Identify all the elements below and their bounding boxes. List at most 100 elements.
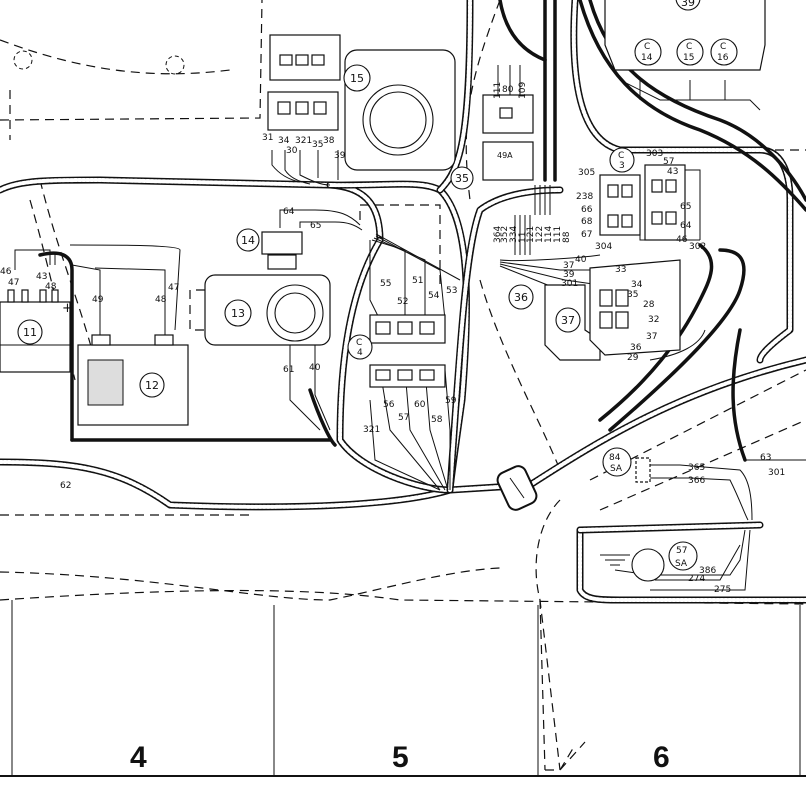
wire-32: 32	[648, 315, 659, 325]
component-57-sa: 57 SA	[631, 541, 698, 582]
component-13: 13	[189, 274, 331, 346]
wire-52: 52	[397, 297, 408, 307]
wire-109: 109	[518, 82, 528, 99]
wire-68: 68	[581, 217, 593, 227]
wire-35a: 35	[312, 140, 323, 150]
zone-label-4: 4	[130, 741, 147, 774]
connector-c16-c: C	[720, 42, 726, 52]
component-11: 11 +	[0, 289, 73, 373]
wire-63: 63	[760, 453, 771, 463]
wire-60: 60	[414, 400, 426, 410]
wire-57b: 57	[663, 157, 674, 167]
connector-c4: C 4	[347, 204, 446, 388]
connector-c3-num: 3	[619, 161, 625, 171]
wire-48b: 48	[155, 295, 167, 305]
wire-55: 55	[380, 279, 391, 289]
wire-65b: 65	[680, 202, 691, 212]
wire-53: 53	[446, 286, 457, 296]
component-57-sa: SA	[675, 559, 688, 569]
wire-labels: 31 34 30 321 35 38 39 64 65 46 47 43 48 …	[0, 82, 785, 595]
wire-274: 274	[688, 574, 705, 584]
connector-c3: C 3	[599, 147, 686, 241]
wire-111: 111	[493, 82, 503, 99]
wire-121: 121	[526, 226, 536, 243]
wire-46: 46	[0, 267, 12, 277]
wire-47b: 47	[168, 283, 179, 293]
component-12-label: 12	[145, 379, 159, 392]
component-57-label: 57	[676, 546, 687, 556]
harness-routes	[0, 0, 806, 604]
wire-57a: 57	[398, 413, 409, 423]
wire-51: 51	[412, 276, 423, 286]
component-15-label: 15	[350, 72, 364, 85]
wire-11: 11	[518, 232, 528, 243]
wire-39a: 39	[334, 151, 346, 161]
wire-364: 364	[493, 226, 503, 243]
wire-35b: 35	[627, 290, 638, 300]
wire-303: 303	[646, 149, 663, 159]
wire-352: 352	[500, 226, 510, 243]
grommet	[496, 465, 538, 511]
wire-36: 36	[630, 343, 642, 353]
zone-label-5: 5	[392, 741, 409, 774]
component-11-label: 11	[23, 326, 37, 339]
component-39: 39 C 14 C 15 C 16	[604, 0, 766, 71]
relay-49a: 49A	[482, 94, 534, 181]
component-13-label: 13	[231, 307, 245, 320]
wire-54: 54	[428, 291, 440, 301]
wire-28: 28	[643, 300, 655, 310]
wire-64b: 64	[680, 221, 692, 231]
component-37-label: 37	[561, 314, 575, 327]
wire-334: 334	[509, 226, 519, 243]
relay-49a-label: 49A	[497, 151, 513, 160]
wire-301b: 301	[768, 468, 785, 478]
component-37: 37	[544, 284, 601, 361]
zone-grid: 4 5 6	[0, 600, 806, 777]
wire-111b: 111	[553, 226, 563, 243]
zone-label-6: 6	[653, 741, 670, 774]
wire-66: 66	[581, 205, 593, 215]
wire-29: 29	[627, 353, 639, 363]
wire-321b: 321	[363, 425, 380, 435]
wire-47a: 47	[8, 278, 19, 288]
connector-c14-num: 14	[641, 53, 653, 63]
component-12: 12	[77, 334, 189, 426]
plus-sign: +	[62, 301, 73, 316]
wire-305: 305	[578, 168, 595, 178]
wire-238: 238	[576, 192, 593, 202]
wire-40b: 40	[575, 255, 587, 265]
component-35-label: 35	[455, 172, 469, 185]
component-84-sa: SA	[610, 464, 623, 474]
wire-58: 58	[431, 415, 443, 425]
wire-302: 302	[689, 242, 706, 252]
connector-c15-c: C	[686, 42, 692, 52]
connector-c16-num: 16	[717, 53, 729, 63]
wire-275: 275	[714, 585, 731, 595]
component-36: 36	[508, 284, 534, 310]
component-14: 14	[236, 228, 303, 270]
component-39-label: 39	[681, 0, 695, 9]
component-14-label: 14	[241, 234, 255, 247]
connector-c4-c: C	[356, 338, 362, 348]
wire-49: 49	[92, 295, 104, 305]
wire-88: 88	[562, 231, 572, 243]
wire-67: 67	[581, 230, 592, 240]
wire-62: 62	[60, 481, 71, 491]
component-84-label: 84	[609, 453, 621, 463]
wire-321a: 321	[295, 136, 312, 146]
wire-39b: 39	[563, 270, 575, 280]
wire-365: 365	[688, 463, 705, 473]
wire-386: 386	[699, 566, 716, 576]
wire-30: 30	[286, 146, 298, 156]
wire-304: 304	[595, 242, 612, 252]
component-36-label: 36	[514, 291, 528, 304]
wire-366: 366	[688, 476, 705, 486]
connector-c15-num: 15	[683, 53, 694, 63]
wire-34: 34	[278, 136, 290, 146]
wire-31: 31	[262, 133, 273, 143]
wire-40a: 40	[309, 363, 321, 373]
relay-block-top	[267, 34, 341, 131]
component-84-sa: 84 SA	[602, 447, 651, 483]
wire-59: 59	[445, 396, 457, 406]
